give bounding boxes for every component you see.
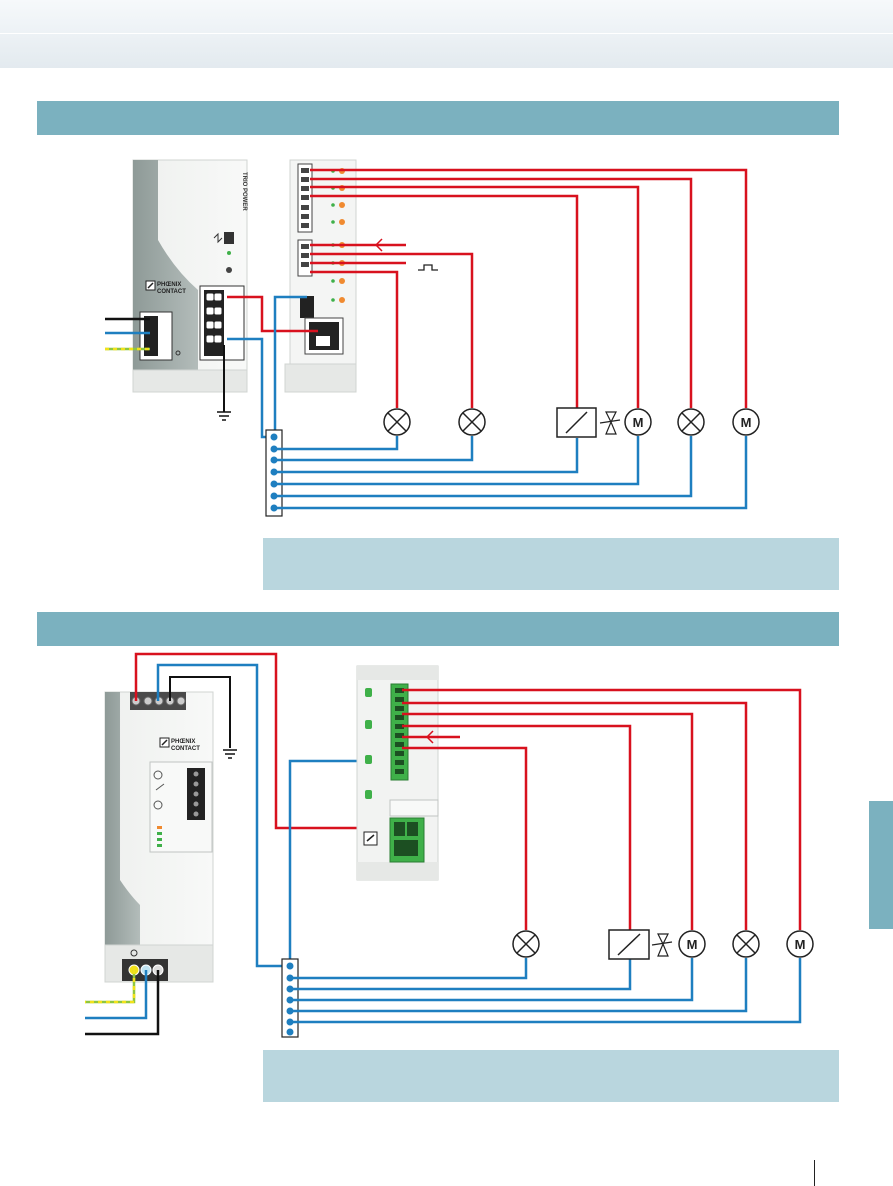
lamp-icon [383,408,411,436]
power-supply-1: TRIO POWER PHŒNIX CONTACT [132,159,248,393]
rising-arrow-icon [425,730,434,744]
footer-rule [814,1160,815,1186]
motor-label: M [687,937,698,952]
logo-text-line1: PHŒNIX [157,282,181,288]
section-2-header [37,612,839,646]
valve-icon [651,933,673,957]
lamp-icon [677,408,705,436]
motor-icon: M [786,930,814,958]
section-2-caption [263,1050,839,1102]
header-divider [0,33,893,34]
motor-icon: M [732,408,760,436]
module-2 [356,665,439,881]
lamp-icon [732,930,760,958]
power-supply-2: PHŒNIX CONTACT [104,691,214,983]
chapter-side-tab [869,801,893,929]
section-1-caption [263,538,839,590]
motor-label: M [795,937,806,952]
lamp-icon [512,930,540,958]
phoenix-logo-icon [145,280,156,291]
valve-coil-icon [608,929,650,960]
device-vertical-label: TRIO POWER [241,172,247,211]
ground-icon [223,749,237,759]
logo-text-line2: CONTACT [157,289,186,295]
page-header-band [0,0,893,68]
section-2-diagram: PHŒNIX CONTACT [85,652,814,1038]
motor-icon: M [624,408,652,436]
section-1-diagram: TRIO POWER PHŒNIX CONTACT [105,159,760,517]
motor-icon: M [678,930,706,958]
valve-icon [599,411,621,435]
pulse-icon [418,264,438,271]
logo-text-line1: PHŒNIX [171,739,195,745]
phoenix-logo-icon [159,737,170,748]
motor-label: M [741,415,752,430]
valve-coil-icon [556,407,597,438]
logo-text-line2: CONTACT [171,746,200,752]
section-1-header [37,101,839,135]
rising-arrow-icon [374,238,383,252]
motor-label: M [633,415,644,430]
lamp-icon [458,408,486,436]
phoenix-logo-icon [363,831,378,846]
ground-icon [217,411,231,421]
